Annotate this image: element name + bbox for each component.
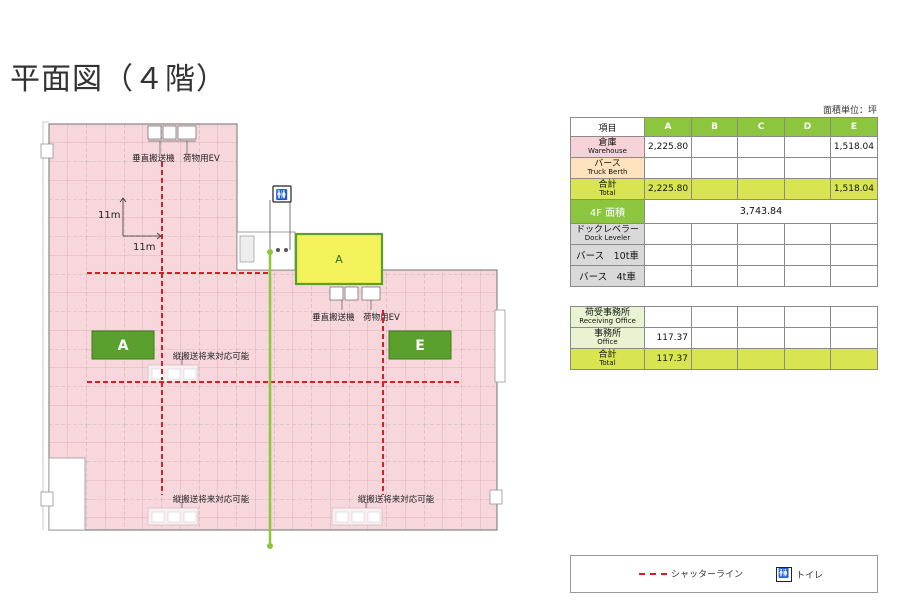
green-path [267, 249, 273, 549]
stair-left-top [40, 143, 54, 159]
future-lift-label-3: 縦搬送将来対応可能 [358, 494, 435, 505]
warehouse-b [691, 136, 738, 158]
warehouse-d [784, 136, 831, 158]
unit-note: 面積単位：坪 [822, 106, 877, 116]
berth-4t-label: バース 4t車 [570, 265, 645, 287]
future-lift-label-2: 縦搬送将来対応可能 [173, 494, 250, 505]
legend-shutter-label: シャッターライン [671, 570, 744, 580]
table-header-row: 項目 A B C D E [570, 117, 878, 137]
center-core [236, 200, 296, 271]
zone-a-label: A [118, 338, 129, 354]
warehouse-a: 2,225.80 [644, 136, 692, 158]
zone-e-badge: E [388, 330, 452, 360]
page-title: 平面図（４階） [10, 62, 227, 97]
future-lift-label-1: 縦搬送将来対応可能 [173, 351, 250, 362]
toilet-icon: 🚻 [776, 567, 792, 582]
lift-label-top: 垂直搬送機 荷物用EV [132, 153, 220, 164]
berth-e [830, 157, 878, 179]
total-a: 2,225.80 [644, 178, 692, 200]
table-row-berth-10t: バース 10t車 [570, 244, 878, 266]
legend: シャッターライン 🚻 トイレ [570, 555, 878, 593]
lift-top-icons [147, 125, 197, 154]
future-lift-2 [147, 502, 199, 526]
table-row-berth-4t: バース 4t車 [570, 265, 878, 287]
shutter-line-swatch [639, 572, 667, 575]
berth-b [691, 157, 738, 179]
legend-toilet-label: トイレ [796, 571, 824, 581]
dimension-vertical: 11m [98, 210, 120, 221]
right-annex [494, 309, 506, 383]
header-b: B [691, 117, 738, 137]
toilet-icon: 🚻 [272, 185, 292, 203]
lift-mid-icons [329, 286, 381, 310]
berth-10t-label: バース 10t車 [570, 244, 645, 266]
berth-a [644, 157, 692, 179]
legend-toilet: 🚻 トイレ [776, 567, 823, 582]
berth-d [784, 157, 831, 179]
zone-a-highlight [294, 232, 384, 286]
zone-a-badge: A [91, 330, 155, 360]
office-total-a: 117.37 [644, 348, 692, 370]
warehouse-e: 1,518.04 [830, 136, 878, 158]
future-lift-1 [147, 357, 199, 383]
stair-right-bottom [489, 489, 503, 505]
dimension-arrows [119, 197, 162, 240]
header-a: A [644, 117, 692, 137]
total-b [691, 178, 738, 200]
shutter-lines [87, 162, 460, 495]
dimension-horizontal: 11m [133, 242, 155, 253]
future-lift-3 [331, 502, 383, 526]
floor-area-label: 4F 面積 [570, 199, 645, 224]
zone-a-small-label: A [335, 253, 343, 266]
zone-e-label: E [415, 338, 425, 354]
header-item: 項目 [570, 117, 645, 137]
total-e: 1,518.04 [830, 178, 878, 200]
floor-plan: 🚻 A 垂直搬送機 荷物用EV 垂直搬送機 荷物用EV 縦搬送将来対応可能 [40, 121, 506, 549]
lift-label-mid: 垂直搬送機 荷物用EV [312, 312, 400, 323]
total-c [737, 178, 785, 200]
total-d [784, 178, 831, 200]
svg-text:🚻: 🚻 [276, 188, 288, 201]
header-c: C [737, 117, 785, 137]
core-area-bottom-left [48, 457, 86, 531]
floor-area-value: 3,743.84 [644, 199, 878, 224]
header-e: E [830, 117, 878, 137]
table-row-floor-area: 4F 面積 3,743.84 [570, 199, 878, 224]
berth-c [737, 157, 785, 179]
header-d: D [784, 117, 831, 137]
office-a: 117.37 [644, 327, 692, 349]
stair-left-bottom [40, 491, 54, 507]
legend-shutter: シャッターライン [639, 567, 743, 580]
warehouse-c [737, 136, 785, 158]
